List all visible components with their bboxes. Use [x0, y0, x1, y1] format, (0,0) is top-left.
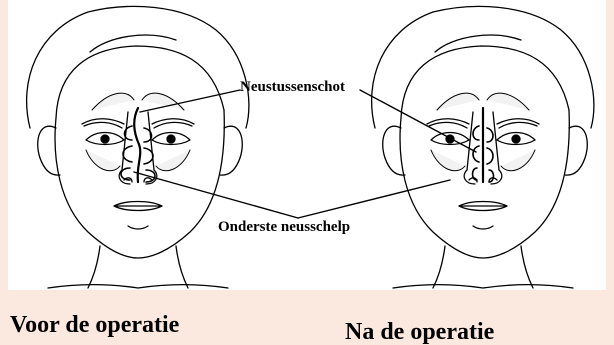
- left-eyebrow: [427, 119, 469, 128]
- septum-label: Neustussenschot: [240, 80, 345, 95]
- turbinates-left: [121, 126, 132, 180]
- inferior-turbinate-label: Onderste neusschelp: [218, 220, 350, 235]
- neck: [88, 246, 188, 288]
- face-outline: [55, 110, 224, 258]
- right-eyebrow: [497, 119, 539, 128]
- hair-strand: [435, 35, 521, 52]
- left-eyebrow: [82, 119, 124, 128]
- face-before: [27, 6, 249, 288]
- diagram-panel: [8, 0, 606, 290]
- left-ear: [38, 126, 60, 175]
- right-pupil: [167, 135, 175, 143]
- face-after: [372, 6, 594, 288]
- hair-strand: [90, 35, 176, 52]
- left-pupil: [101, 135, 109, 143]
- neck: [433, 246, 533, 288]
- right-eyebrow: [152, 119, 194, 128]
- turbinate-leader-after: [298, 180, 450, 218]
- chin-line: [473, 226, 493, 229]
- face-outline: [400, 110, 569, 258]
- turbinates-left: [473, 126, 480, 180]
- collar: [393, 285, 573, 288]
- after-caption: Na de operatie: [345, 320, 494, 344]
- turbinates-right: [144, 128, 155, 182]
- turbinate-leader-before: [134, 172, 298, 218]
- mouth: [114, 202, 162, 211]
- mouth: [459, 202, 507, 211]
- collar: [48, 285, 228, 288]
- hairline: [56, 46, 224, 118]
- turbinates-right: [487, 128, 494, 182]
- before-caption: Voor de operatie: [10, 313, 179, 337]
- diagram-canvas: [8, 0, 606, 290]
- chin-line: [128, 226, 148, 229]
- right-pupil: [512, 135, 520, 143]
- nasal-septum-deviated: [134, 108, 140, 182]
- hairline: [401, 46, 569, 118]
- left-ear: [383, 126, 405, 175]
